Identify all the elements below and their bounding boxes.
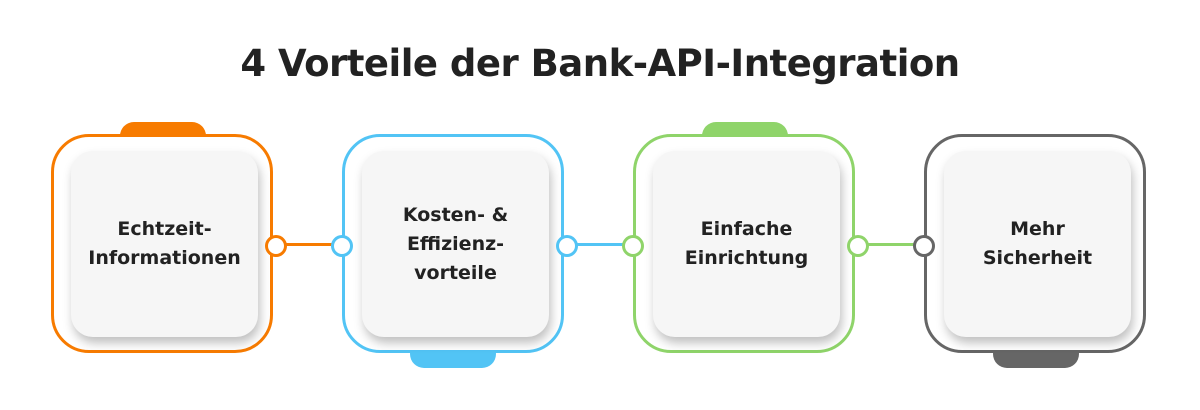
step-box-2: Kosten- & Effizienz- vorteile — [342, 134, 564, 353]
step-label: Einfache Einrichtung — [684, 218, 809, 269]
connector-dot — [556, 235, 578, 257]
step-box-4: Mehr Sicherheit — [924, 134, 1146, 353]
connector-dot — [622, 235, 644, 257]
connector-line — [576, 243, 626, 246]
connector-dot — [331, 235, 353, 257]
diagram-title: 4 Vorteile der Bank-API-Integration — [240, 42, 960, 85]
step-box-3: Einfache Einrichtung — [633, 134, 855, 353]
step-box-1: Echtzeit- Informationen — [51, 134, 273, 353]
step-label: Mehr Sicherheit — [982, 218, 1093, 269]
step-card: Einfache Einrichtung — [653, 151, 840, 337]
connector-line — [867, 243, 917, 246]
step-label: Echtzeit- Informationen — [88, 218, 241, 269]
step-label: Kosten- & Effizienz- vorteile — [402, 203, 509, 284]
step-card: Echtzeit- Informationen — [71, 151, 258, 337]
connector-line — [285, 243, 335, 246]
connector-dot — [913, 235, 935, 257]
step-card: Kosten- & Effizienz- vorteile — [362, 151, 549, 337]
connector-dot — [265, 235, 287, 257]
connector-dot — [847, 235, 869, 257]
step-card: Mehr Sicherheit — [944, 151, 1131, 337]
